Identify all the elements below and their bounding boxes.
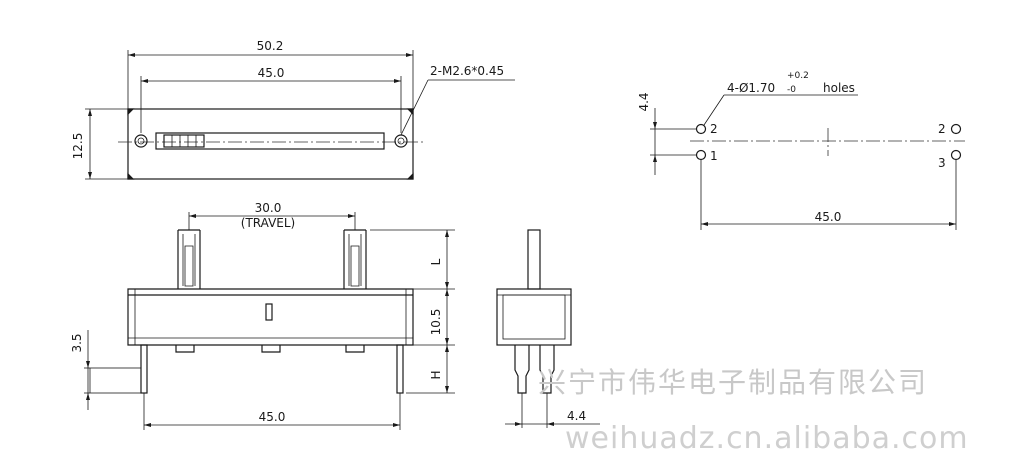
body-height-label: 10.5: [429, 309, 443, 336]
slot-length-label: 45.0: [258, 66, 285, 80]
side-view: 4.4: [496, 229, 600, 428]
pcb-section: [89, 367, 142, 394]
slider-slot: [155, 132, 385, 150]
height-label: 12.5: [71, 133, 85, 160]
pin-label-right-top: 2: [938, 122, 946, 136]
hole-pattern-view: 2 1 2 3 4-Ø1.70 +0.2 -0 holes 4.4 45.0: [637, 71, 965, 230]
side-lever: [527, 229, 541, 290]
mount-thread-label: 2-M2.6*0.45: [430, 64, 504, 78]
pcb-hole-2-right: [950, 123, 962, 135]
hole-tol-plus: +0.2: [787, 71, 809, 81]
watermark-url: weihuadz.cn.alibaba.com: [565, 421, 969, 456]
travel-length-label: 30.0: [255, 201, 282, 215]
side-pin-left: [514, 345, 530, 394]
pitch-vertical-label: 4.4: [637, 92, 651, 111]
pin-height-label: 3.5: [70, 333, 84, 352]
hole-tol-minus: -0: [787, 85, 796, 95]
corner-marks: [127, 108, 414, 180]
holes-word: holes: [823, 81, 855, 95]
front-view-body: [127, 288, 414, 346]
dim-L-label: L: [429, 258, 443, 265]
pin-label-left-bottom: 1: [710, 149, 718, 163]
pin-label-right-bottom: 3: [938, 156, 946, 170]
pcb-hole-2-left: [695, 123, 707, 135]
travel-caption: (TRAVEL): [241, 216, 295, 230]
slider-knob: [163, 134, 205, 148]
pitch-horizontal-label: 45.0: [815, 210, 842, 224]
hole-spec-label: 4-Ø1.70: [727, 81, 775, 95]
side-pin-pitch-label: 4.4: [567, 409, 586, 423]
dim-H-label: H: [429, 370, 443, 379]
center-mark: [265, 303, 273, 321]
front-view: 30.0 (TRAVEL) L 10.5 H 3.5 45.0: [70, 201, 455, 430]
mount-hole-left: [134, 134, 148, 148]
lever-left: [177, 229, 201, 289]
pin-spacing-label: 45.0: [259, 410, 286, 424]
mount-hole-right: [394, 134, 408, 148]
pcb-hole-1: [695, 149, 707, 161]
top-view-body: [127, 108, 414, 180]
watermark-company: 兴宁市伟华电子制品有限公司: [538, 366, 928, 399]
pin-right: [396, 344, 404, 394]
lever-right: [343, 229, 367, 289]
pin-left: [140, 344, 148, 394]
watermark: 兴宁市伟华电子制品有限公司 weihuadz.cn.alibaba.com: [538, 366, 969, 456]
pcb-hole-3: [950, 149, 962, 161]
overall-length-label: 50.2: [257, 39, 284, 53]
top-view: 50.2 45.0 2-M2.6*0.45 12.5: [71, 39, 515, 180]
side-view-body: [496, 288, 572, 346]
pin-label-left-top: 2: [710, 122, 718, 136]
